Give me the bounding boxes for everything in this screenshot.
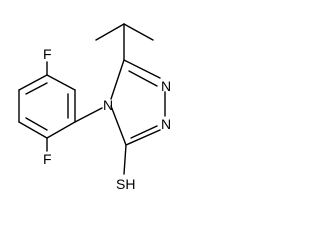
bond-isopropyl-methyl-left — [95, 23, 125, 41]
chemical-structure: F F N N N SH — [18, 23, 171, 192]
bond-aryl-6-1 — [46, 121, 76, 139]
bond-isopropyl-methyl-right — [123, 23, 154, 41]
bond-c3-sulfur — [123, 144, 127, 175]
bond-c5-n4 — [110, 59, 125, 100]
bond-n1-c5 — [123, 59, 161, 79]
bond-c3-n2 — [125, 129, 161, 146]
fluorine-bottom-label: F — [43, 151, 52, 167]
nitrogen-1-label: N — [161, 78, 171, 94]
bond-aryl-5-6 — [18, 121, 48, 139]
bond-n1-c5-double — [128, 70, 158, 87]
bond-aryl-2-3 — [46, 74, 76, 91]
bond-aryl-3-4-inner — [25, 82, 48, 95]
bond-aryl-5-6-inner — [25, 117, 48, 131]
bond-aryl-3-4 — [18, 74, 48, 91]
thiol-label: SH — [116, 176, 135, 192]
nitrogen-2-label: N — [161, 116, 171, 132]
bond-n4-aryl — [74, 107, 103, 123]
bond-c3-n2-double — [130, 125, 158, 139]
fluorine-top-label: F — [43, 46, 52, 62]
bond-n4-c3 — [110, 105, 127, 146]
nitrogen-4-label: N — [103, 97, 113, 113]
